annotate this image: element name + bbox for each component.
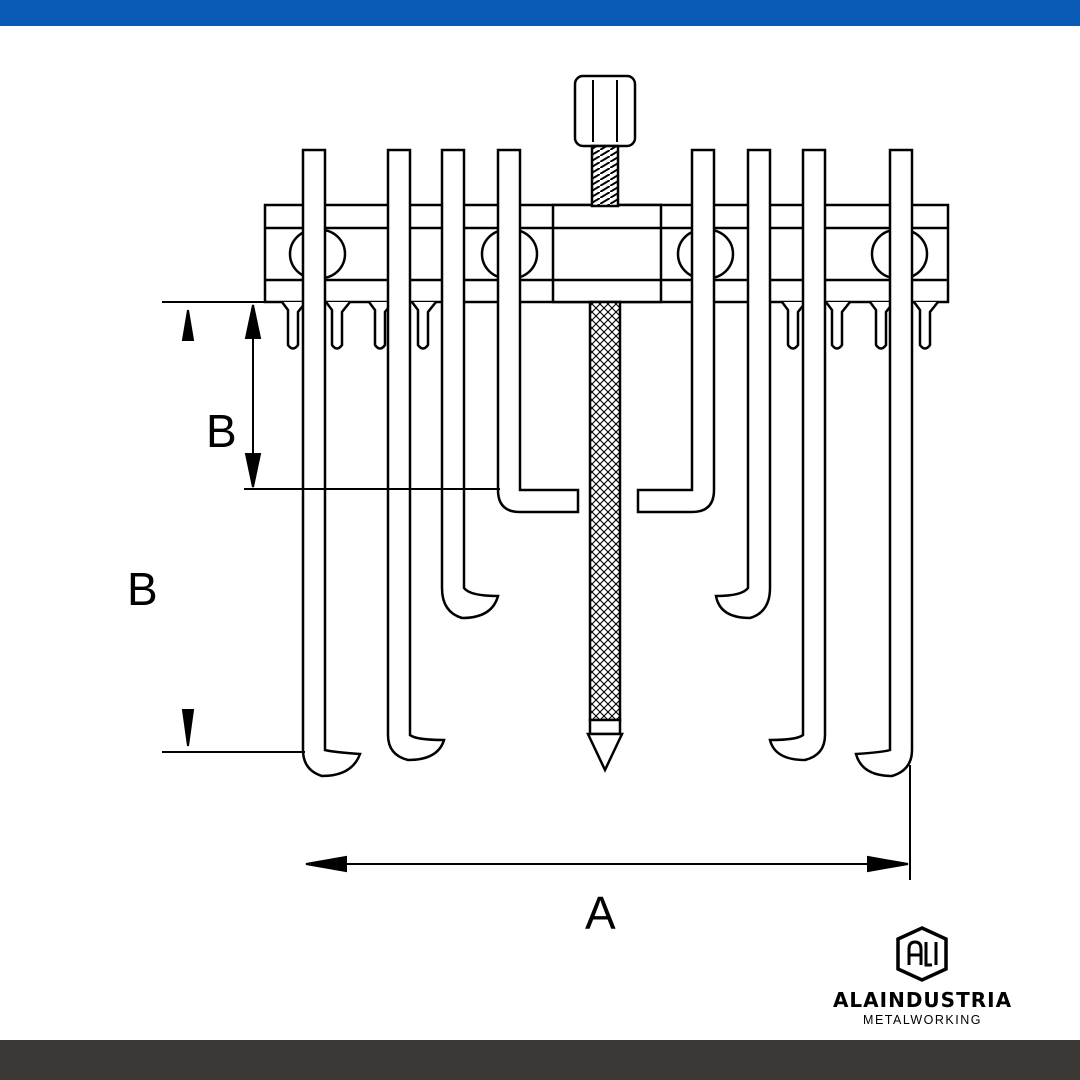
dimension-b-lower-label: B <box>127 563 158 615</box>
long-jaws <box>301 148 914 778</box>
dimension-lines <box>162 301 911 880</box>
top-color-bar <box>0 0 1080 26</box>
dimension-a-label: A <box>585 887 616 939</box>
short-jaws <box>496 148 716 514</box>
spindle <box>573 74 637 773</box>
ali-monogram-icon <box>896 926 948 982</box>
bottom-color-bar <box>0 1040 1080 1080</box>
brand-name: ALAINDUSTRIA <box>832 988 1013 1012</box>
dimension-b-upper-label: B <box>206 405 237 457</box>
jaw-clips <box>281 301 939 350</box>
brand-logo: ALAINDUSTRIA METALWORKING <box>800 925 1045 1030</box>
brand-subtitle: METALWORKING <box>863 1013 982 1027</box>
medium-jaws <box>440 148 772 620</box>
crossbar <box>263 203 950 304</box>
